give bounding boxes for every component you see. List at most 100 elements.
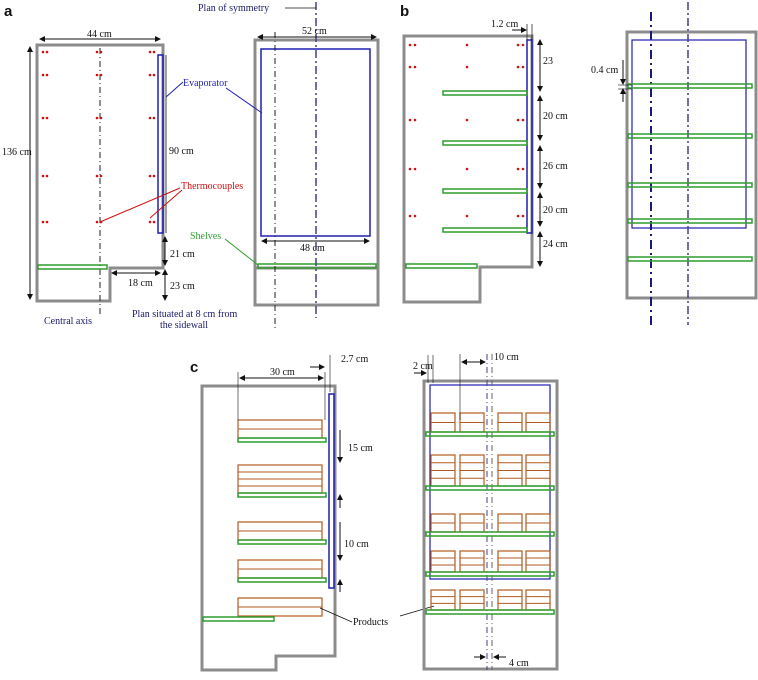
- thermocouple-dot: [465, 65, 469, 69]
- thermocouple-dot: [516, 65, 520, 69]
- shelf: [627, 133, 753, 139]
- thermocouple-dot: [148, 73, 152, 77]
- shelf: [627, 83, 753, 89]
- thermocouple-dot: [41, 220, 45, 224]
- panel-a-label-plan-sidewall-2: the sidewall: [160, 320, 208, 331]
- thermocouple-dot: [41, 73, 45, 77]
- thermocouple-dot: [521, 118, 525, 122]
- panel-a-dim-bottom: 23 cm: [170, 281, 195, 292]
- product-box: [497, 589, 523, 611]
- panel-b-dim-gap: 1.2 cm: [491, 19, 518, 30]
- thermocouple-dot: [413, 43, 417, 47]
- panel-a-label-evaporator: Evaporator: [183, 78, 228, 89]
- shelf: [237, 539, 327, 545]
- thermocouple-dot: [95, 50, 99, 54]
- shelf: [442, 188, 528, 194]
- thermocouple-dot: [408, 118, 412, 122]
- thermocouple-dot: [521, 167, 525, 171]
- panel-a-label-plan-symmetry: Plan of symmetry: [198, 3, 269, 14]
- thermocouple-dot: [148, 50, 152, 54]
- panel-c-label-products: Products: [353, 617, 388, 628]
- panel-c-dim-2-7: 2.7 cm: [341, 354, 368, 365]
- product-box: [497, 550, 523, 573]
- panel-c-side-cabinet: [200, 384, 337, 672]
- thermocouple-dot: [148, 220, 152, 224]
- shelf: [425, 571, 555, 577]
- product-box: [459, 550, 485, 573]
- thermocouple-dot: [521, 65, 525, 69]
- thermocouple-dot: [152, 50, 156, 54]
- thermocouple-dot: [465, 43, 469, 47]
- panel-a-evap-leader-2: [225, 87, 263, 114]
- shelf: [442, 140, 528, 146]
- thermocouple-dot: [413, 214, 417, 218]
- product-box: [430, 550, 456, 573]
- shelf: [237, 577, 327, 583]
- panel-a-dim-front-width: 52 cm: [302, 26, 327, 37]
- thermocouple-dot: [45, 73, 49, 77]
- thermocouple-dot: [465, 118, 469, 122]
- thermocouple-dot: [152, 174, 156, 178]
- panel-b-dim-24: 24 cm: [543, 239, 568, 250]
- thermocouple-dot: [413, 167, 417, 171]
- thermocouple-dot: [45, 174, 49, 178]
- panel-a: a 44 cm 136 cm 90 cm 21 cm 23 cm 18 cm C…: [2, 2, 380, 331]
- thermocouple-dot: [45, 220, 49, 224]
- product-box: [459, 589, 485, 611]
- thermocouple-dot: [516, 118, 520, 122]
- panel-b-dim-20a: 20 cm: [543, 111, 568, 122]
- panel-a-letter: a: [4, 3, 13, 20]
- panel-a-dim-shelf-height: 21 cm: [170, 249, 195, 260]
- thermocouple-dot: [521, 43, 525, 47]
- thermocouple-dot: [521, 214, 525, 218]
- panel-a-tc-leader-1: [99, 187, 181, 223]
- panel-c-evaporator: [328, 393, 335, 589]
- shelf: [627, 256, 753, 262]
- shelf: [627, 182, 753, 188]
- panel-a-label-thermocouples: Thermocouples: [181, 181, 243, 192]
- shelf: [425, 485, 555, 491]
- panel-a-dim-width: 44 cm: [87, 29, 112, 40]
- panel-a-shelves-leader: [224, 238, 259, 266]
- panel-a-label-plan-sidewall-1: Plan situated at 8 cm from: [132, 309, 237, 320]
- thermocouple-dot: [465, 214, 469, 218]
- panel-b-front-cabinet: [625, 30, 758, 300]
- thermocouple-dot: [152, 116, 156, 120]
- thermocouple-dot: [465, 167, 469, 171]
- thermocouple-dot: [516, 167, 520, 171]
- panel-c-bottom-shelf: [202, 616, 275, 622]
- panel-a-front-cabinet: [253, 38, 380, 307]
- panel-b-front-shelves: [627, 83, 753, 262]
- product-box: [525, 589, 551, 611]
- panel-c-products-leader-1: [319, 607, 353, 623]
- panel-c-dim-30: 30 cm: [270, 367, 295, 378]
- panel-c-letter: c: [190, 359, 198, 376]
- thermocouple-dot: [45, 116, 49, 120]
- panel-a-shelf: [37, 264, 108, 270]
- product-box: [430, 589, 456, 611]
- thermocouple-dot: [41, 116, 45, 120]
- thermocouple-dot: [41, 174, 45, 178]
- product-box: [525, 550, 551, 573]
- thermocouple-dot: [148, 116, 152, 120]
- panel-b: b 1.2 cm 23 20 cm 26 cm 20 cm 24 cm: [400, 2, 758, 325]
- panel-b-letter: b: [400, 3, 409, 20]
- panel-a-dim-evap-height: 90 cm: [169, 146, 194, 157]
- thermocouple-dot: [408, 214, 412, 218]
- panel-a-label-central-axis: Central axis: [44, 316, 92, 327]
- panel-a-label-shelves: Shelves: [190, 231, 221, 242]
- panel-a-dim-step: 18 cm: [128, 278, 153, 289]
- panel-a-dim-evap-width: 48 cm: [300, 243, 325, 254]
- thermocouple-dot: [408, 167, 412, 171]
- thermocouple-dot: [99, 116, 103, 120]
- thermocouple-dot: [95, 73, 99, 77]
- panel-c-front-cabinet: [422, 379, 559, 671]
- shelf: [425, 531, 555, 537]
- panel-c-dim-2: 2 cm: [413, 361, 433, 372]
- panel-b-shelves: [442, 90, 528, 233]
- panel-b-bottom-shelf: [405, 263, 478, 269]
- panel-a-side-cabinet: [35, 43, 165, 303]
- shelf: [442, 90, 528, 96]
- thermocouple-dot: [516, 214, 520, 218]
